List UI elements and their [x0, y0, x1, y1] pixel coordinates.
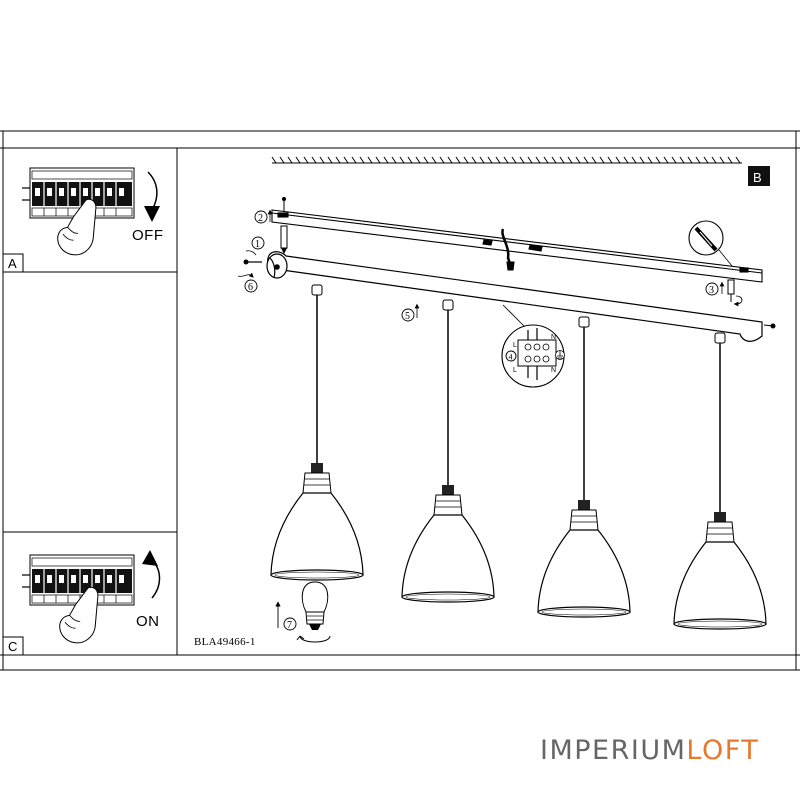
- pendant-lamp: [673, 332, 767, 630]
- model-code: BLA49466-1: [194, 636, 256, 648]
- svg-text:5: 5: [405, 311, 410, 322]
- watermark-part-2: LOFT: [686, 735, 760, 766]
- svg-text:2: 2: [258, 213, 263, 224]
- step-marker-2: 2: [254, 209, 273, 224]
- screw-icon: [282, 197, 286, 212]
- ground-icon: [555, 350, 565, 360]
- pendant-lamp: [401, 299, 495, 603]
- breaker-switch-icon: [21, 554, 135, 606]
- panel-label-b: B: [753, 170, 762, 185]
- svg-text:4: 4: [509, 353, 513, 362]
- step-marker-4: 4: [505, 350, 517, 362]
- wall-plug-icon: [280, 225, 288, 254]
- terminal-block-icon: L L N N: [501, 304, 565, 388]
- step-marker-6: 6: [237, 272, 258, 293]
- screw-icon: [243, 259, 262, 265]
- panel-label-a: A: [8, 256, 17, 271]
- step-marker-3: 3: [705, 281, 743, 307]
- watermark-part-1: IMPERIUM: [540, 735, 687, 766]
- svg-text:6: 6: [248, 282, 253, 293]
- switch-on-text: ON: [136, 613, 160, 630]
- panel-a: OFF A: [2, 147, 178, 273]
- svg-text:N: N: [551, 334, 556, 341]
- pendant-lamp: [270, 284, 364, 581]
- svg-text:L: L: [513, 367, 517, 374]
- step-marker-1: 1: [245, 236, 265, 256]
- panel-label-c: C: [8, 639, 17, 654]
- ceiling-line: [271, 156, 742, 164]
- svg-text:7: 7: [287, 620, 292, 631]
- panel-c: ON C: [2, 531, 178, 656]
- step-marker-7: 7: [275, 601, 297, 631]
- rotation-arrow-icon: [147, 171, 158, 211]
- ceiling-canopy: [266, 251, 763, 342]
- light-bulb-icon: [296, 581, 331, 643]
- step-marker-5: 5: [401, 303, 420, 322]
- svg-text:1: 1: [255, 239, 260, 250]
- screw-icon: [763, 323, 776, 329]
- mounting-bracket: [271, 209, 763, 283]
- svg-text:3: 3: [709, 285, 714, 296]
- panel-b: B: [176, 147, 797, 656]
- svg-text:L: L: [513, 342, 517, 349]
- wall-plug-icon: [688, 220, 733, 267]
- screw-icon: [727, 279, 735, 302]
- watermark-logo: IMPERIUMLOFT: [540, 735, 759, 766]
- switch-off-text: OFF: [132, 227, 164, 244]
- svg-text:N: N: [551, 367, 556, 374]
- pendant-lamp: [537, 316, 631, 618]
